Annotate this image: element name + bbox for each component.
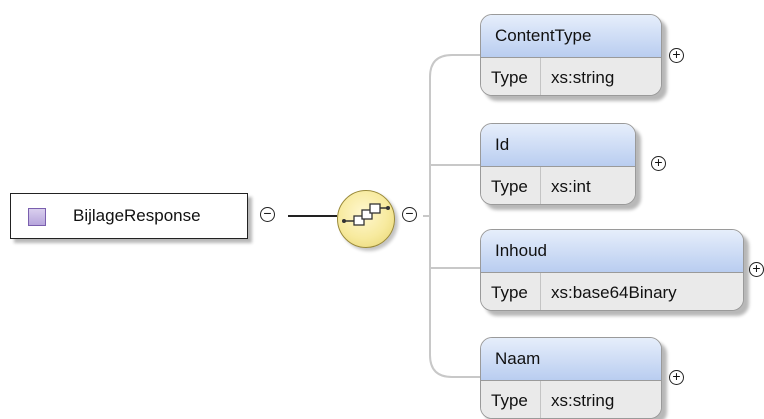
element-inhoud[interactable]: Inhoud Type xs:base64Binary bbox=[480, 229, 744, 311]
expand-contenttype-toggle-icon[interactable]: + bbox=[669, 47, 684, 63]
type-label: Type bbox=[481, 273, 541, 310]
sequence-compositor-icon[interactable] bbox=[337, 190, 395, 248]
collapse-sequence-toggle-icon[interactable]: − bbox=[402, 206, 417, 222]
element-name: Inhoud bbox=[481, 230, 743, 273]
expand-inhoud-toggle-icon[interactable]: + bbox=[749, 261, 764, 277]
type-label: Type bbox=[481, 167, 541, 204]
type-label: Type bbox=[481, 58, 541, 95]
root-element-label: BijlageResponse bbox=[73, 206, 201, 225]
element-id[interactable]: Id Type xs:int bbox=[480, 123, 636, 205]
element-icon bbox=[28, 208, 46, 226]
type-value: xs:string bbox=[551, 68, 615, 87]
element-naam[interactable]: Naam Type xs:string bbox=[480, 337, 662, 419]
root-element-bijlageresponse[interactable]: BijlageResponse bbox=[10, 193, 248, 239]
element-name: ContentType bbox=[481, 15, 661, 58]
type-value: xs:int bbox=[551, 177, 591, 196]
expand-id-toggle-icon[interactable]: + bbox=[651, 155, 666, 171]
expand-naam-toggle-icon[interactable]: + bbox=[669, 369, 684, 385]
type-label: Type bbox=[481, 381, 541, 418]
element-contenttype[interactable]: ContentType Type xs:string bbox=[480, 14, 662, 96]
type-value: xs:string bbox=[551, 391, 615, 410]
element-name: Naam bbox=[481, 338, 661, 381]
type-value: xs:base64Binary bbox=[551, 283, 677, 302]
collapse-root-toggle-icon[interactable]: − bbox=[260, 206, 275, 222]
element-name: Id bbox=[481, 124, 635, 167]
